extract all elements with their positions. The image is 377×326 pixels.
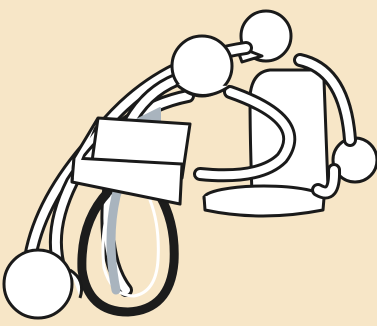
center-ball	[172, 36, 232, 96]
